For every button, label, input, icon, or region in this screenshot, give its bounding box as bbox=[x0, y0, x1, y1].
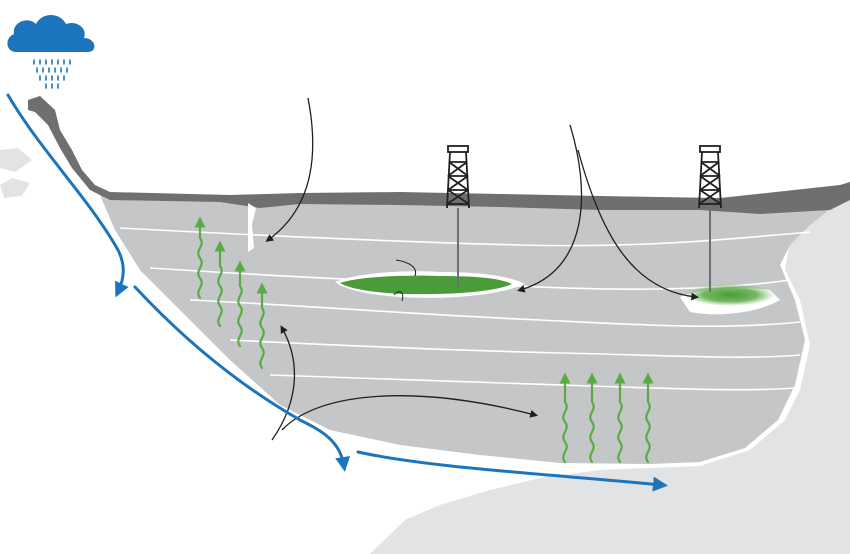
oil-derrick-left bbox=[446, 145, 470, 288]
oil-accumulation bbox=[340, 275, 512, 295]
migration-arrow bbox=[614, 372, 626, 464]
migration-arrow bbox=[234, 260, 246, 348]
process-arrows bbox=[265, 97, 700, 441]
water-flow-arrow bbox=[133, 285, 351, 472]
water-flow-arrow bbox=[6, 93, 129, 298]
migration-arrow bbox=[586, 372, 598, 464]
oil-derrick-right bbox=[698, 145, 722, 292]
water-flow-arrows bbox=[6, 93, 668, 492]
surface-layer bbox=[28, 96, 850, 214]
fault-fracture bbox=[248, 203, 256, 252]
oil-marks bbox=[393, 259, 417, 302]
process-arrow bbox=[517, 124, 583, 293]
process-arrow bbox=[281, 395, 539, 431]
migration-arrows bbox=[194, 216, 654, 464]
migration-arrow bbox=[214, 240, 226, 328]
oil-seep bbox=[685, 284, 775, 306]
oil-derrick-icon bbox=[699, 145, 721, 153]
sedimentary-basin bbox=[100, 195, 835, 464]
process-arrow bbox=[265, 97, 314, 242]
rain-cloud-icon bbox=[7, 15, 95, 89]
migration-arrow bbox=[256, 282, 268, 370]
migration-arrow bbox=[194, 216, 206, 300]
water-flow-arrow bbox=[356, 450, 668, 492]
left-bedrock bbox=[0, 100, 345, 448]
process-arrow bbox=[271, 325, 296, 441]
migration-arrow bbox=[559, 372, 571, 464]
right-bedrock bbox=[370, 200, 850, 554]
migration-arrow bbox=[642, 372, 654, 464]
oil-derrick-icon bbox=[447, 145, 469, 153]
process-arrow bbox=[577, 149, 700, 301]
